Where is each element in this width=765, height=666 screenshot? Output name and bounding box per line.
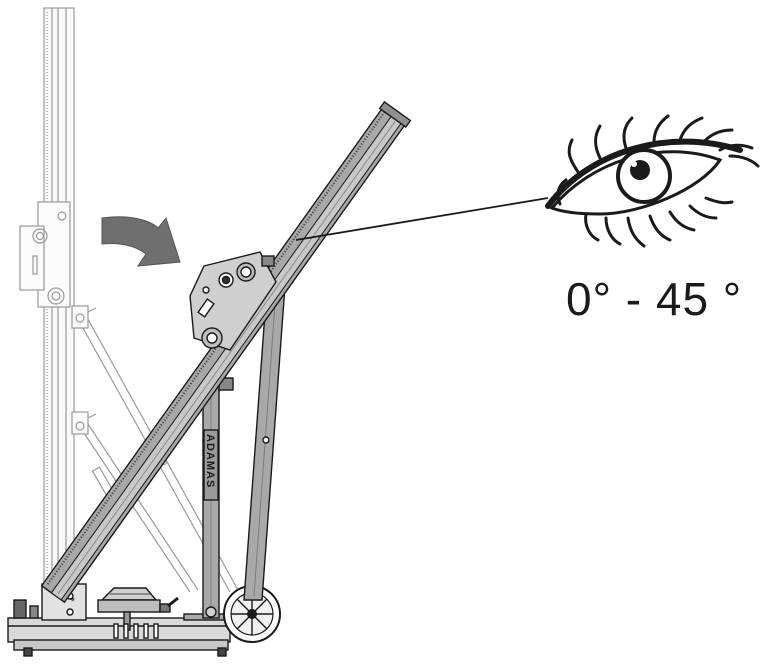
- brand-label: ADAMAS: [204, 434, 216, 488]
- drill-carriage: [189, 251, 277, 351]
- base-plate: [7, 583, 231, 657]
- eye-icon: [545, 114, 760, 248]
- front-support-leg: ADAMAS: [202, 377, 234, 619]
- curved-arrow-icon: [101, 216, 181, 267]
- sight-line: [295, 197, 549, 241]
- transport-wheel: [223, 585, 281, 643]
- tilted-drill-column: [40, 100, 412, 604]
- tilt-angle-range-label: 0° - 45 °: [566, 273, 743, 325]
